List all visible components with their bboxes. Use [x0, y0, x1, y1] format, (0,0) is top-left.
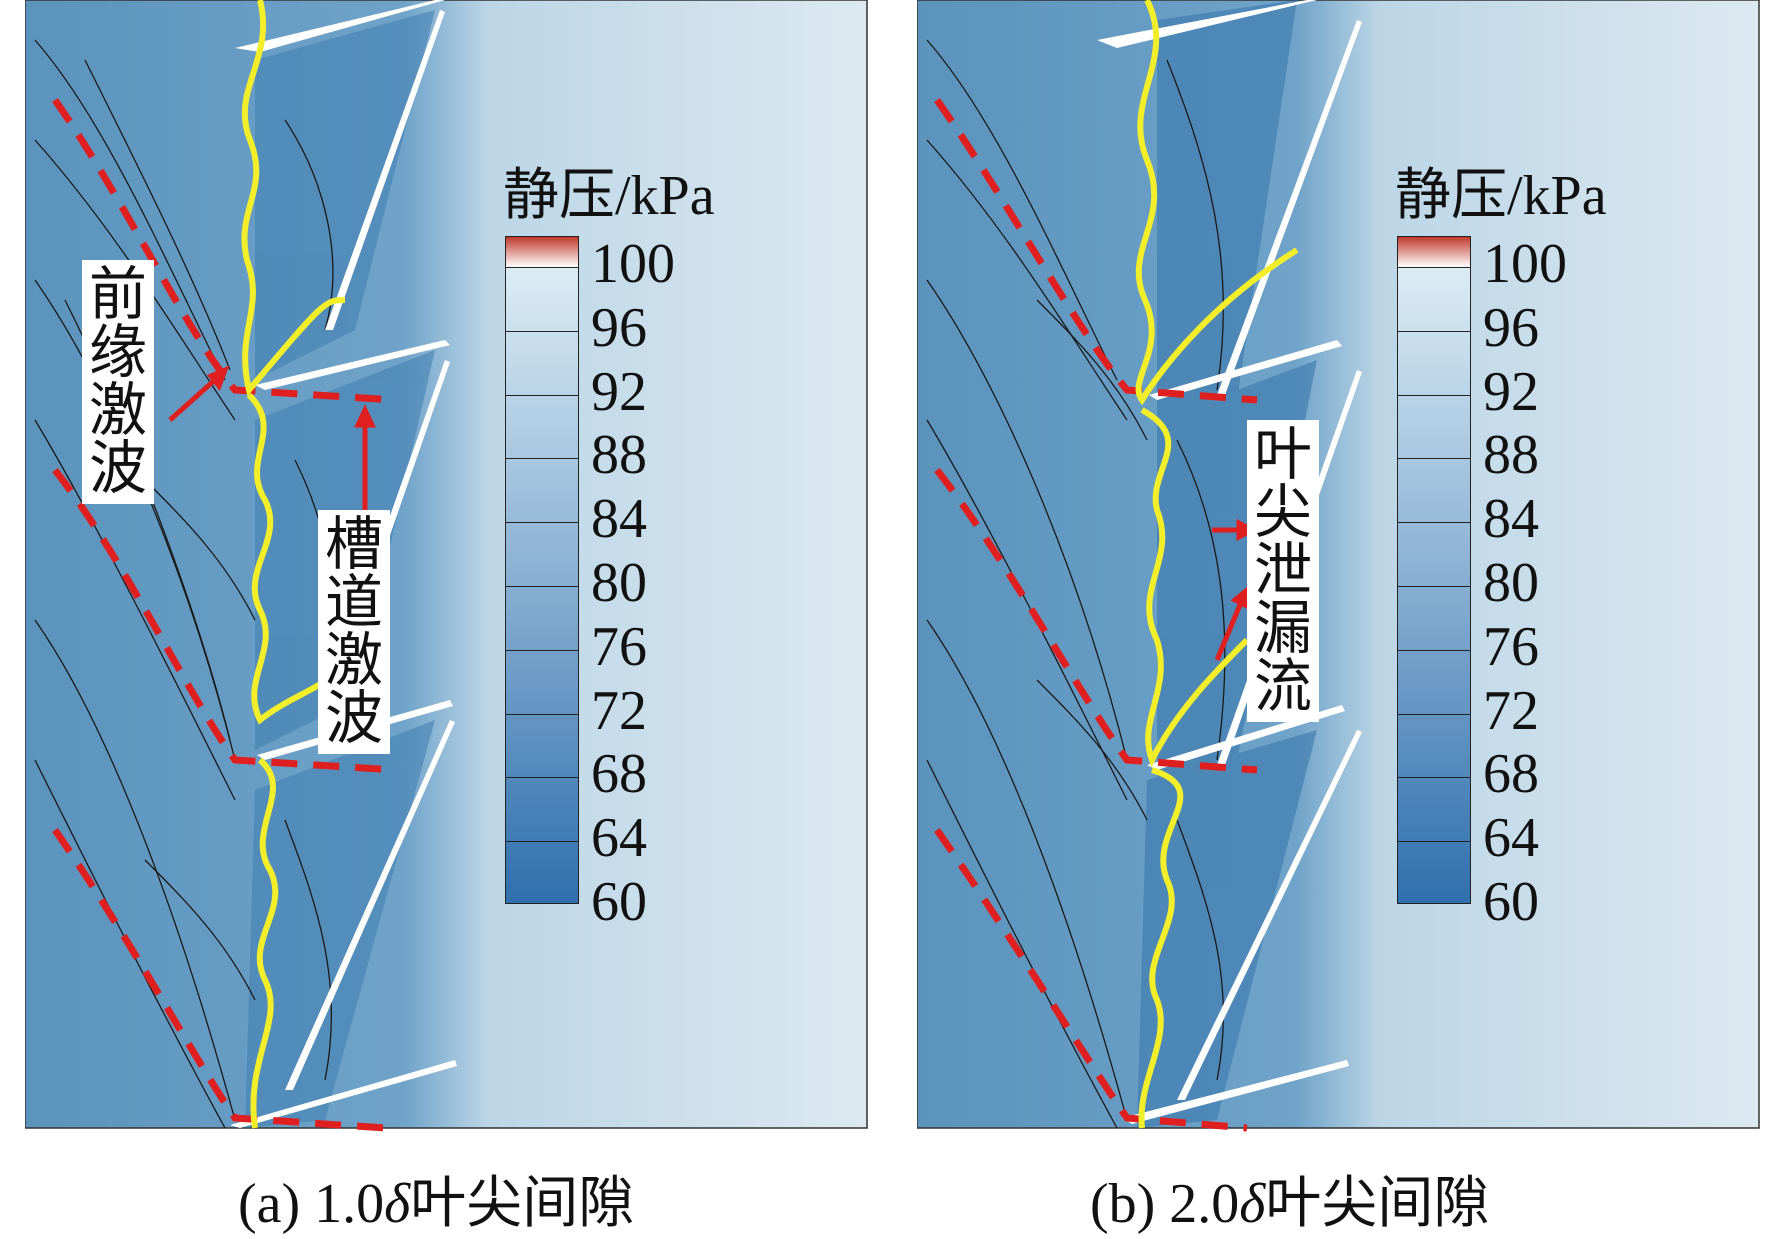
colorbar-tick-label: 76 — [591, 615, 647, 678]
colorbar-tick-label: 68 — [591, 743, 647, 806]
colorbar-segment — [1398, 394, 1470, 459]
caption-b-symbol: δ — [1239, 1173, 1266, 1235]
colorbar-segment — [506, 777, 578, 842]
colorbar-tick-label: 92 — [1483, 360, 1539, 423]
annotation-passage-shock: 槽道激波 — [318, 510, 390, 754]
colorbar-segment — [1398, 777, 1470, 842]
colorbar-title-a: 静压/kPa — [503, 165, 715, 227]
colorbar-segment — [506, 458, 578, 523]
colorbar-max-band — [506, 237, 578, 267]
colorbar-a — [505, 236, 579, 904]
colorbar-tick-label: 64 — [1483, 807, 1539, 870]
colorbar-segment — [506, 267, 578, 331]
colorbar-tick-label: 72 — [1483, 679, 1539, 742]
contour-lines-b — [926, 39, 1226, 1129]
colorbar-segment — [1398, 267, 1470, 331]
colorbar-tick-label: 100 — [591, 233, 675, 295]
colorbar-title-b: 静压/kPa — [1395, 165, 1607, 227]
colorbar-b — [1397, 236, 1471, 904]
colorbar-segment — [1398, 586, 1470, 650]
colorbar-segment — [506, 841, 578, 903]
colorbar-tick-label: 88 — [591, 424, 647, 487]
colorbar-tick-label: 96 — [1483, 296, 1539, 359]
colorbar-tick-label: 92 — [591, 360, 647, 423]
caption-b-prefix: (b) 2.0 — [1090, 1173, 1240, 1235]
colorbar-segment — [506, 586, 578, 650]
colorbar-segment — [506, 394, 578, 459]
colorbar-tick-label: 72 — [591, 679, 647, 742]
colorbar-tick-label: 60 — [1483, 871, 1539, 933]
colorbar-tick-label: 96 — [591, 296, 647, 359]
caption-a-symbol: δ — [384, 1173, 411, 1235]
colorbar-tick-label: 84 — [591, 488, 647, 551]
colorbar-tick-label: 80 — [591, 552, 647, 614]
colorbar-tick-label: 60 — [591, 871, 647, 933]
colorbar-tick-label: 88 — [1483, 424, 1539, 487]
annotation-leading-edge-shock: 前缘激波 — [82, 260, 154, 504]
colorbar-segment — [506, 522, 578, 586]
colorbar-tick-label: 68 — [1483, 743, 1539, 806]
colorbar-segment — [1398, 841, 1470, 903]
pressure-contour-plot-a — [25, 0, 868, 1132]
pressure-contour-plot-b — [917, 0, 1760, 1132]
leakage-line-b — [1135, 0, 1299, 1129]
colorbar-segment — [506, 330, 578, 395]
caption-a-prefix: (a) 1.0 — [238, 1173, 385, 1235]
caption-b-suffix: 叶尖间隙 — [1265, 1173, 1490, 1235]
leakage-line-a — [241, 0, 346, 1129]
annotation-arrows-a — [168, 365, 376, 510]
colorbar-segment — [1398, 713, 1470, 778]
colorbar-tick-label: 84 — [1483, 488, 1539, 551]
flow-field-a — [25, 0, 868, 1129]
colorbar-segment — [1398, 330, 1470, 395]
contour-lines-a — [34, 39, 334, 1129]
colorbar-segment — [1398, 649, 1470, 714]
colorbar-tick-label: 80 — [1483, 552, 1539, 614]
colorbar-segment — [506, 713, 578, 778]
colorbar-tick-label: 76 — [1483, 615, 1539, 678]
colorbar-segment — [1398, 458, 1470, 523]
colorbar-segment — [1398, 522, 1470, 586]
colorbar-max-band — [1398, 237, 1470, 267]
caption-a: (a) 1.0δ叶尖间隙 — [238, 1158, 634, 1239]
colorbar-tick-label: 100 — [1483, 233, 1567, 295]
caption-a-suffix: 叶尖间隙 — [410, 1173, 635, 1235]
colorbar-tick-label: 64 — [591, 807, 647, 870]
annotation-tip-leakage-flow: 叶尖泄漏流 — [1247, 420, 1319, 722]
flow-field-b — [917, 0, 1760, 1129]
colorbar-segment — [506, 649, 578, 714]
caption-b: (b) 2.0δ叶尖间隙 — [1090, 1158, 1489, 1239]
shock-lines-b — [934, 97, 1258, 1132]
